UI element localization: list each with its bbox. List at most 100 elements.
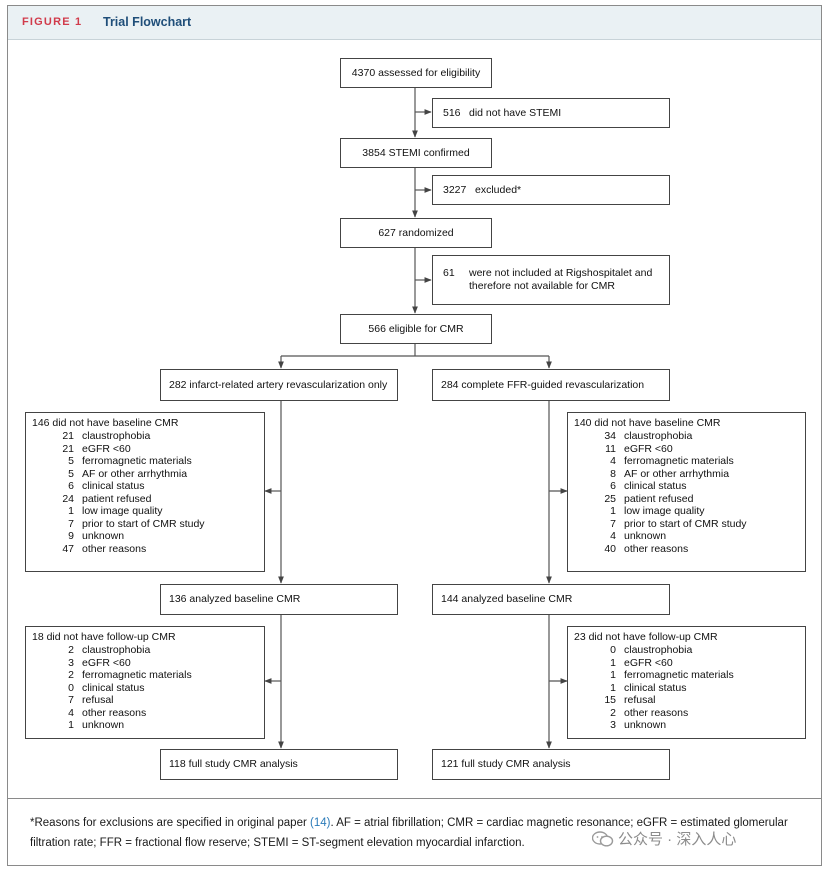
list-item: 9 unknown: [32, 530, 258, 543]
list-item-reason: claustrophobia: [82, 644, 151, 656]
list-item-count: 21: [62, 430, 74, 442]
list-item-reason: patient refused: [624, 492, 694, 505]
list-item-count: 3: [68, 656, 74, 669]
right-analyzed-text: 144 analyzed baseline CMR: [441, 593, 573, 605]
not-included-line2: therefore not available for CMR: [469, 280, 615, 292]
randomized-text: 627 randomized: [378, 226, 454, 239]
figure-label: FIGURE 1: [22, 16, 83, 28]
list-item-count: 4: [610, 530, 616, 542]
list-item-count: 9: [68, 530, 74, 542]
list-item-count: 4: [610, 455, 616, 467]
list-item-reason: eGFR <60: [624, 442, 673, 455]
left-full-text: 118 full study CMR analysis: [169, 758, 298, 770]
list-item-reason: patient refused: [82, 492, 152, 505]
footnote-before-cite: *Reasons for exclusions are specified in…: [30, 817, 310, 829]
list-item-count: 0: [610, 644, 616, 656]
list-item-reason: ferromagnetic materials: [82, 669, 192, 681]
box-right-analyzed: 144 analyzed baseline CMR: [432, 584, 670, 615]
box-excluded: 3227 excluded*: [432, 175, 670, 205]
box-left-analyzed: 136 analyzed baseline CMR: [160, 584, 398, 615]
box-no-stemi: 516 did not have STEMI: [432, 98, 670, 128]
arm-right-text: 284 complete FFR-guided revascularizatio…: [441, 378, 645, 391]
list-item-reason: other reasons: [624, 706, 689, 719]
right-full-text: 121 full study CMR analysis: [441, 758, 571, 770]
eligible-text: 566 eligible for CMR: [368, 322, 464, 335]
list-item-reason: eGFR <60: [82, 656, 131, 669]
list-item-count: 7: [68, 517, 74, 530]
box-not-included: 61 were not included at Rigshospitalet a…: [432, 255, 670, 305]
list-item-count: 25: [604, 492, 616, 505]
list-item: 1 ferromagnetic materials: [574, 669, 799, 682]
footnote-after-cite: . AF = atrial fibrillation; CMR = cardia…: [30, 817, 788, 849]
no-stemi-text: did not have STEMI: [469, 106, 562, 119]
figure-frame: [7, 5, 822, 866]
list-item-count: 24: [62, 492, 74, 505]
figure-header: FIGURE 1 Trial Flowchart: [8, 6, 821, 40]
list-item-reason: eGFR <60: [624, 656, 673, 669]
list-item-count: 1: [610, 656, 616, 669]
list-item-reason: clinical status: [82, 681, 145, 694]
not-included-num: 61: [443, 267, 455, 279]
list-item-reason: other reasons: [624, 542, 689, 555]
stemi-confirmed-text: 3854 STEMI confirmed: [362, 146, 470, 159]
list-item-reason: low image quality: [82, 505, 163, 517]
excluded-text: excluded*: [475, 183, 522, 196]
list-item-count: 5: [68, 455, 74, 467]
list-item: 4 ferromagnetic materials: [574, 455, 799, 468]
list-item-reason: eGFR <60: [82, 442, 131, 455]
list-item-reason: low image quality: [624, 505, 705, 517]
list-item-reason: prior to start of CMR study: [82, 517, 205, 530]
list-item: 24 patient refused: [32, 493, 258, 506]
list-item-reason: claustrophobia: [624, 430, 693, 442]
list-item-reason: prior to start of CMR study: [624, 517, 747, 530]
list-item-count: 6: [68, 480, 74, 492]
list-item-count: 11: [605, 442, 616, 455]
list-item-count: 1: [610, 505, 616, 517]
list-item-count: 7: [610, 517, 616, 530]
list-item-count: 40: [604, 542, 616, 555]
list-item-count: 4: [68, 706, 74, 719]
watermark-text: 公众号 · 深入人心: [618, 831, 737, 848]
list-item-count: 15: [604, 694, 616, 706]
list-item: 7 prior to start of CMR study: [32, 518, 258, 531]
list-item-count: 1: [610, 681, 616, 694]
list-item-count: 47: [62, 542, 74, 555]
list-item-count: 8: [610, 467, 616, 480]
left-analyzed-text: 136 analyzed baseline CMR: [169, 593, 301, 605]
right-baseline-head: 140 did not have baseline CMR: [574, 417, 721, 429]
list-item-count: 1: [68, 719, 74, 731]
list-item-count: 21: [62, 442, 74, 455]
list-item-reason: ferromagnetic materials: [624, 669, 734, 681]
box-right-full: 121 full study CMR analysis: [432, 749, 670, 780]
no-stemi-num: 516: [443, 106, 461, 119]
list-item-reason: ferromagnetic materials: [82, 455, 192, 467]
box-stemi-confirmed: 3854 STEMI confirmed: [340, 138, 492, 168]
box-eligible: 566 eligible for CMR: [340, 314, 492, 344]
list-item-reason: ferromagnetic materials: [624, 455, 734, 467]
footnote-citation-link[interactable]: (14): [310, 817, 331, 829]
list-item-reason: clinical status: [624, 480, 687, 492]
list-item: 3 eGFR <60: [32, 657, 258, 670]
list-item-count: 1: [610, 669, 616, 681]
box-left-full: 118 full study CMR analysis: [160, 749, 398, 780]
list-item: 15 refusal: [574, 694, 799, 707]
list-item-reason: refusal: [624, 694, 656, 706]
list-item-reason: unknown: [82, 530, 125, 542]
box-arm-right: 284 complete FFR-guided revascularizatio…: [432, 369, 670, 401]
